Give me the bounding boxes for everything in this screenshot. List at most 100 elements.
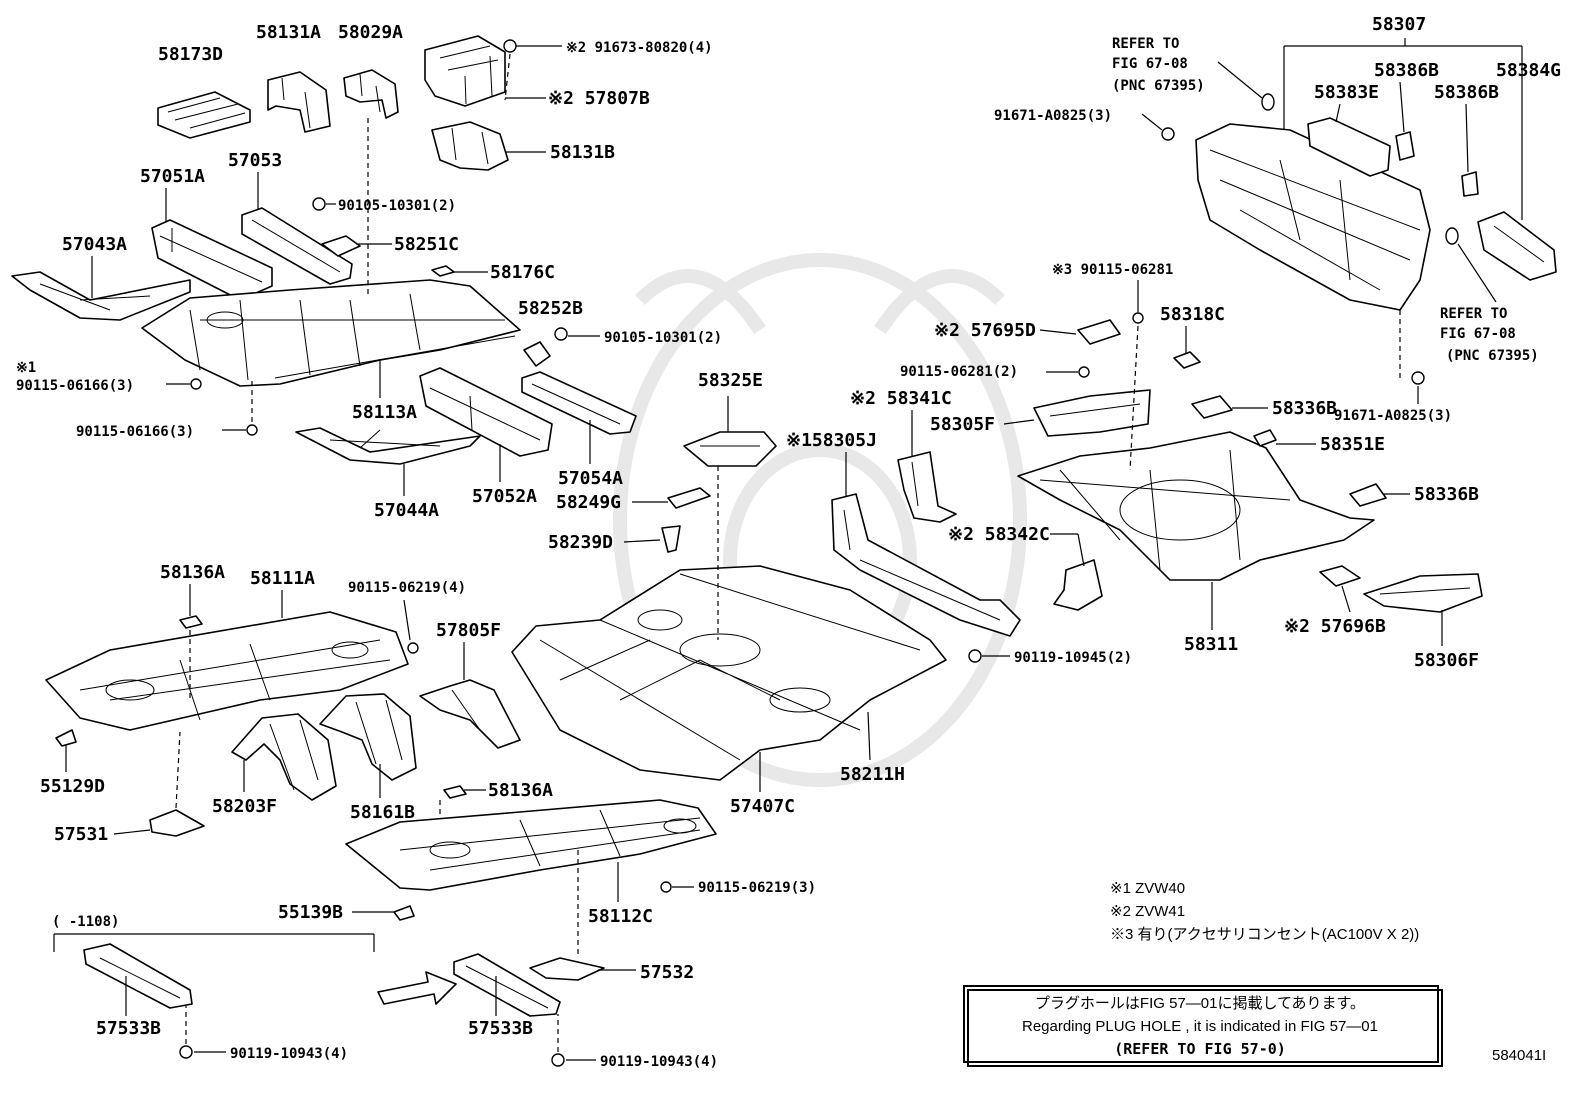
label-57407C: 57407C — [730, 796, 795, 817]
label-58113A: 58113A — [352, 402, 417, 423]
label-58325E: 58325E — [698, 370, 763, 391]
label-57044A: 57044A — [374, 500, 439, 521]
part-57043A-drawing — [11, 271, 191, 321]
label-58341C: ※2 58341C — [850, 388, 952, 409]
part-57533B-mid-drawing — [453, 953, 561, 1017]
label-58239D: 58239D — [548, 532, 613, 553]
label-57051A: 57051A — [140, 166, 205, 187]
label-57531: 57531 — [54, 824, 108, 845]
bolt-90119-10945 — [968, 649, 982, 663]
part-58136A-top-drawing — [179, 615, 203, 700]
label-57053: 57053 — [228, 150, 282, 171]
part-57695D-drawing — [1077, 319, 1121, 345]
part-58112C-drawing — [345, 799, 717, 891]
label-58173D: 58173D — [158, 44, 223, 65]
label-58386B-a: 58386B — [1374, 60, 1439, 81]
part-58386B-b-drawing — [1461, 171, 1479, 197]
label-58306F: 58306F — [1414, 650, 1479, 671]
bolt-90105b — [554, 327, 568, 341]
bolt-90119-10943-a — [179, 1006, 193, 1059]
label-range: ( -1108) — [52, 914, 119, 930]
label-57805F: 57805F — [436, 620, 501, 641]
bolt-90115-06219-b — [660, 881, 672, 893]
bolt-90115-06166-a — [190, 378, 202, 390]
part-58113A-drawing — [141, 279, 521, 387]
part-58203F-drawing — [231, 713, 337, 801]
label-58307: 58307 — [1372, 14, 1426, 35]
label-58318C: 58318C — [1160, 304, 1225, 325]
part-58351E-drawing — [1253, 429, 1277, 447]
label-90119-10945: 90119-10945(2) — [1014, 650, 1132, 666]
part-58249G-drawing — [667, 487, 711, 509]
range-bracket — [53, 933, 375, 952]
label-90119-10943-b: 90119-10943(4) — [600, 1054, 718, 1070]
legend-notes: ※1 ZVW40 ※2 ZVW41 ※3 有り(アクセサリコンセント(AC100… — [1110, 880, 1419, 943]
label-refer1-line1: REFER TO — [1112, 36, 1179, 52]
label-58336B-b: 58336B — [1414, 484, 1479, 505]
label-58211H: 58211H — [840, 764, 905, 785]
label-55129D: 55129D — [40, 776, 105, 797]
part-57805F-drawing — [419, 679, 521, 749]
label-58386B-b: 58386B — [1434, 82, 1499, 103]
note-3: ※3 有り(アクセサリコンセント(AC100V X 2)) — [1110, 926, 1419, 943]
label-57807B: ※2 57807B — [548, 88, 650, 109]
label-refer1-line2: FIG 67-08 — [1112, 56, 1188, 72]
label-58311: 58311 — [1184, 634, 1238, 655]
part-55129D-drawing — [55, 729, 77, 747]
label-58131A: 58131A — [256, 22, 321, 43]
label-refer2-line2: FIG 67-08 — [1440, 326, 1516, 342]
bolt-90115-06219-a — [407, 642, 419, 654]
label-58383E: 58383E — [1314, 82, 1379, 103]
label-58131B: 58131B — [550, 142, 615, 163]
label-58384G: 58384G — [1496, 60, 1561, 81]
bolt-90115-06166-b — [246, 380, 258, 436]
note-2: ※2 ZVW41 — [1110, 903, 1185, 920]
part-58341C-drawing — [897, 451, 957, 523]
label-90115-06166-a: 90115-06166(3) — [16, 378, 134, 394]
part-57407C-drawing — [511, 565, 947, 781]
part-58383E-drawing — [1307, 117, 1391, 177]
box-line-3: (REFER TO FIG 57-0) — [1114, 1040, 1286, 1058]
bolt-91671-b — [1399, 310, 1425, 385]
label-90119-10943-a: 90119-10943(4) — [230, 1046, 348, 1062]
label-58252B: 58252B — [518, 298, 583, 319]
part-58111A-drawing — [45, 611, 409, 731]
bolt-91671-a — [1161, 127, 1175, 141]
part-58342C-drawing — [1053, 559, 1103, 611]
label-58203F: 58203F — [212, 796, 277, 817]
part-57807B-drawing — [424, 35, 506, 107]
part-58029A-drawing — [343, 69, 399, 119]
plug-hole-a — [1261, 93, 1275, 111]
label-58029A: 58029A — [338, 22, 403, 43]
label-90115-06219-a: 90115-06219(4) — [348, 580, 466, 596]
label-90105-10301-a: 90105-10301(2) — [338, 198, 456, 214]
label-58176C: 58176C — [490, 262, 555, 283]
label-refer1-line3: (PNC 67395) — [1112, 78, 1205, 94]
part-58161B-drawing — [319, 693, 417, 781]
part-57532-drawing — [529, 957, 605, 981]
label-57696B: ※2 57696B — [1284, 616, 1386, 637]
label-90115-06281-b: 90115-06281(2) — [900, 364, 1018, 380]
part-58306F-drawing — [1363, 573, 1483, 613]
label-58112C: 58112C — [588, 906, 653, 927]
label-58336B-a: 58336B — [1272, 398, 1337, 419]
part-57054A-drawing — [521, 371, 637, 435]
part-58311-drawing — [1017, 431, 1375, 581]
label-58111A: 58111A — [250, 568, 315, 589]
part-57531-drawing — [149, 731, 205, 837]
part-58252B-drawing — [523, 341, 551, 367]
bolt-90115-06281-b — [1078, 366, 1090, 378]
label-90115-06281-a: ※3 90115-06281 — [1052, 262, 1173, 278]
part-58325E-drawing — [683, 431, 777, 467]
arrow-icon — [377, 971, 457, 1005]
label-57052A: 57052A — [472, 486, 537, 507]
label-58249G: 58249G — [556, 492, 621, 513]
part-58336B-a-drawing — [1191, 395, 1233, 419]
part-58251C-drawing — [321, 235, 361, 257]
label-57043A: 57043A — [62, 234, 127, 255]
part-55139B-drawing — [393, 905, 415, 921]
label-refer2-line1: REFER TO — [1440, 306, 1507, 322]
part-57533B-left-drawing — [83, 943, 193, 1009]
part-58131A-drawing — [267, 71, 331, 133]
